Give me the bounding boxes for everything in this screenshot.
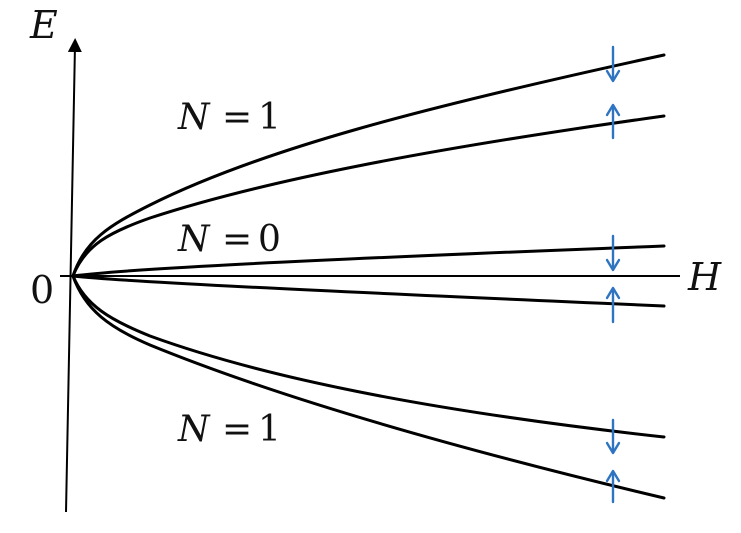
svg-text:N: N [177, 219, 211, 260]
field-axis-label: H [687, 255, 722, 299]
curve-middle-top [71, 244, 666, 278]
curve-middle-bottom [71, 274, 666, 308]
spin-down-arrow-upper [605, 45, 621, 83]
svg-text:1: 1 [258, 97, 281, 138]
curve-upper-bottom [71, 114, 666, 278]
spin-up-arrow-upper [605, 103, 621, 140]
spin-down-arrow-lower [605, 418, 621, 455]
energy-curves [71, 53, 666, 500]
level-label-middle: N = 0 [177, 219, 281, 260]
svg-text:0: 0 [258, 219, 281, 260]
origin-label: 0 [30, 268, 54, 312]
svg-text:=: = [222, 219, 252, 260]
svg-text:N: N [177, 97, 211, 138]
spin-arrows [605, 45, 621, 504]
level-label-lower: N = 1 [177, 409, 281, 450]
spin-up-arrow-lower [605, 469, 621, 504]
spin-down-arrow-middle [605, 234, 621, 272]
curve-lower-bottom [71, 274, 666, 500]
energy-axis [65, 38, 82, 513]
svg-text:1: 1 [258, 409, 281, 450]
spin-up-arrow-middle [605, 286, 621, 324]
energy-axis-label: E [29, 3, 58, 47]
curve-lower-top [71, 274, 666, 439]
svg-text:=: = [222, 97, 252, 138]
curve-upper-top [71, 53, 666, 278]
svg-text:N: N [177, 409, 211, 450]
level-label-upper: N = 1 [177, 97, 281, 138]
svg-text:=: = [222, 409, 252, 450]
